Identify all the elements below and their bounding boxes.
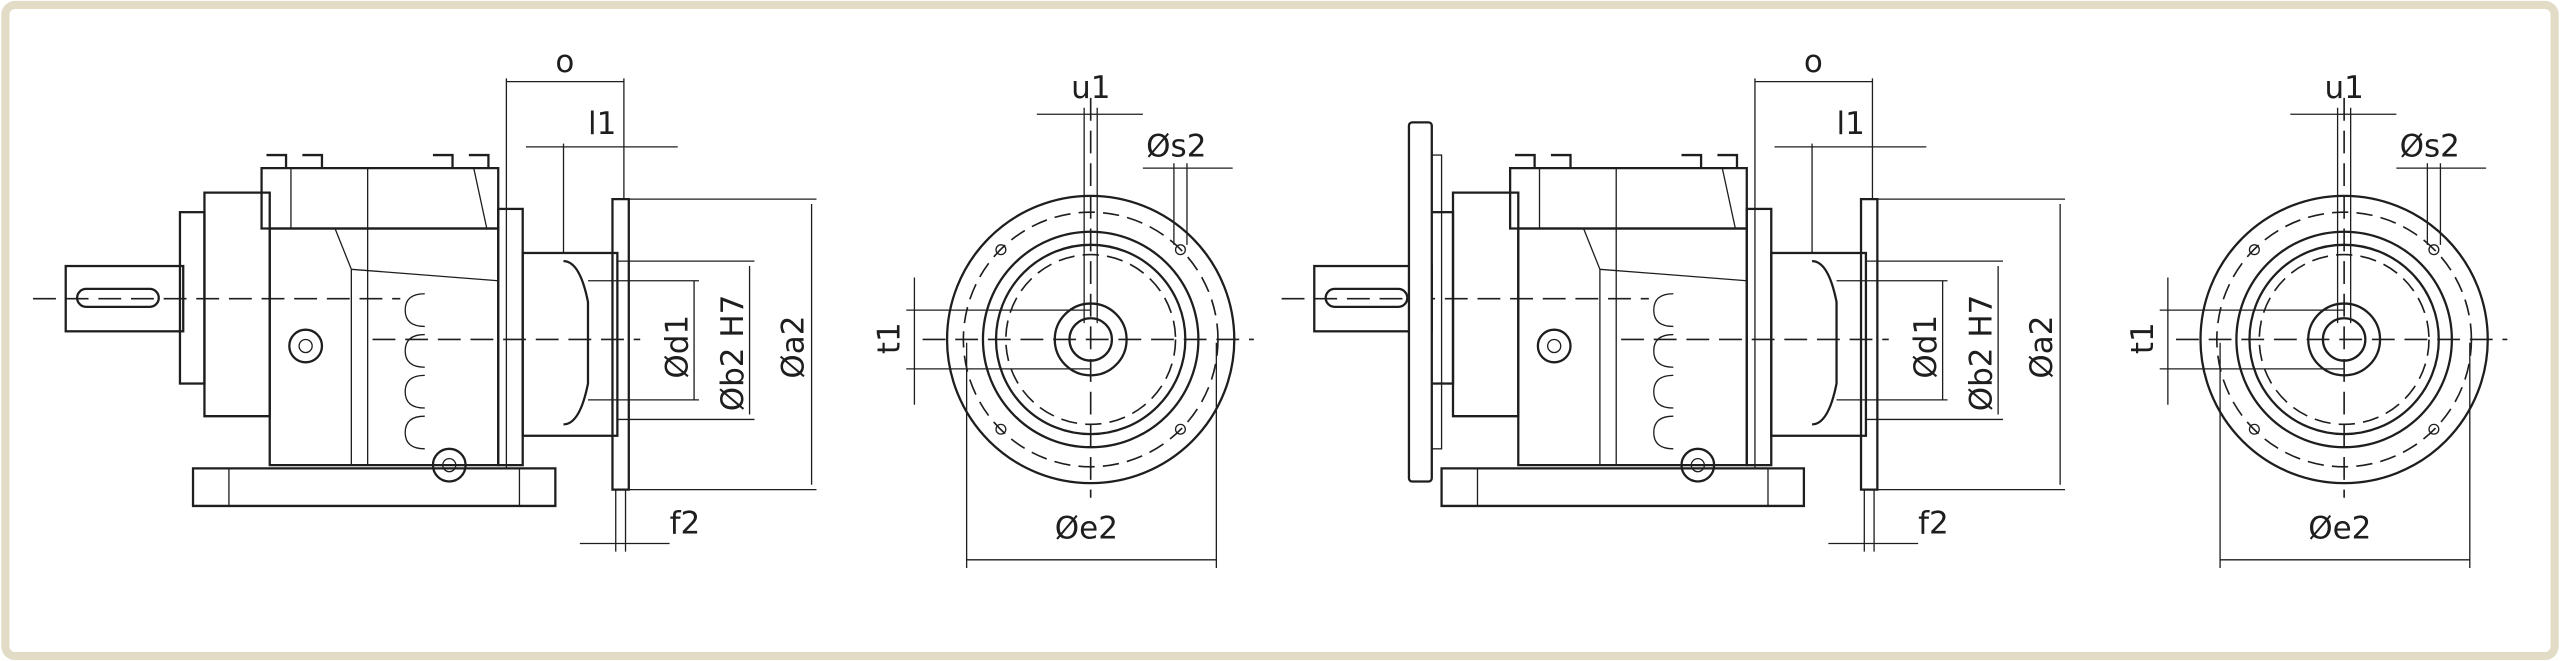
dim-b2: Øb2 H7: [715, 295, 751, 412]
mounting-flange: [1407, 121, 1433, 483]
dim-s2: Øs2: [2400, 129, 2460, 165]
dim-f2: f2: [1918, 506, 1949, 542]
dim-e2: Øe2: [1055, 511, 1118, 547]
dim-e2: Øe2: [2308, 511, 2371, 547]
dim-s2: Øs2: [1146, 129, 1206, 165]
dim-u1: u1: [1071, 70, 1110, 106]
view-2: o l1 Ød1 Øb2 H7 Øa2 f2 u1 Øs2 t1 Øe2: [1280, 44, 2509, 570]
dim-l1: l1: [588, 106, 616, 142]
dim-f2: f2: [670, 506, 701, 542]
dim-t1: t1: [2125, 322, 2161, 354]
dim-d1: Ød1: [1908, 315, 1944, 379]
dim-a2: Øa2: [775, 316, 811, 379]
dim-l1: l1: [1837, 106, 1865, 142]
dim-d1: Ød1: [660, 315, 696, 379]
view-1: o l1 Ød1 Øb2 H7 Øa2 f2 u1 Øs2 t1 Øe2: [31, 44, 1256, 570]
dim-o: o: [1804, 44, 1823, 80]
dim-u1: u1: [2325, 70, 2364, 106]
dim-a2: Øa2: [2024, 316, 2060, 379]
dim-o: o: [555, 44, 574, 80]
dim-t1: t1: [872, 322, 908, 354]
dim-b2: Øb2 H7: [1964, 295, 2000, 412]
